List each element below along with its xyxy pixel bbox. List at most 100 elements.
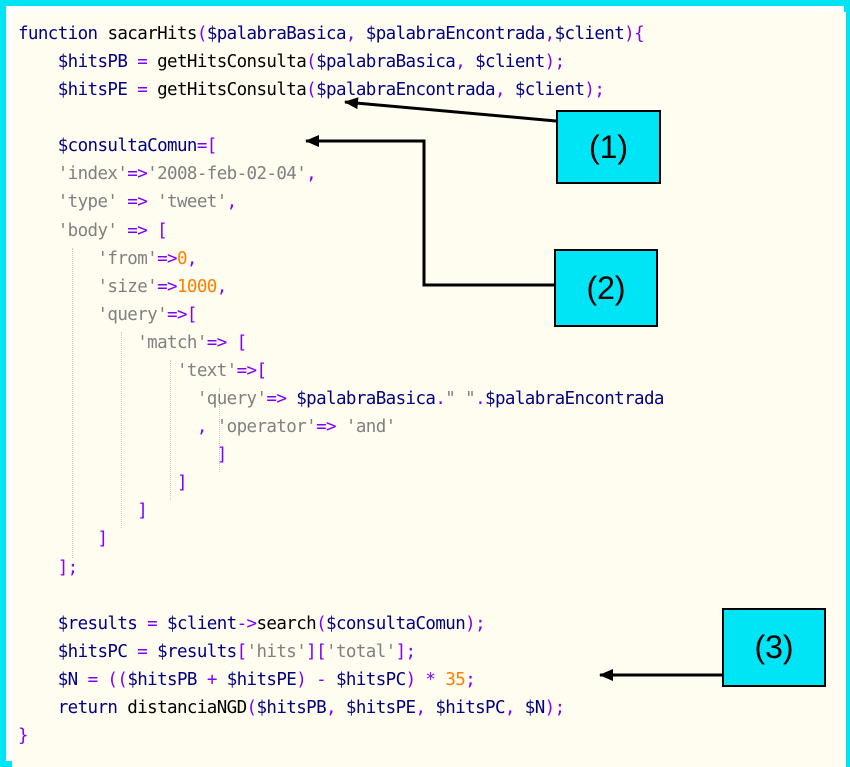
code-token: -> — [236, 613, 257, 634]
code-token: ] — [18, 445, 228, 466]
code-token: , — [455, 52, 476, 73]
code-token: $hitsPE — [18, 80, 138, 101]
code-line: 'text'=>[ — [18, 357, 267, 385]
code-token: ( — [246, 697, 258, 718]
code-token: $hitsPC — [435, 697, 505, 718]
code-token: 'index' — [18, 164, 128, 185]
code-token: return — [18, 697, 128, 718]
code-token: 'query' — [18, 389, 267, 410]
code-token: $client — [514, 80, 585, 101]
code-token: = — [137, 80, 158, 101]
code-token: ){ — [624, 24, 645, 44]
code-token: , — [544, 24, 556, 44]
code-token: 'body' — [18, 220, 128, 241]
code-token: =>[ — [167, 304, 197, 325]
code-token: ); — [544, 697, 565, 718]
code-token: . — [475, 389, 486, 410]
code-line: return distanciaNGD($hitsPB, $hitsPE, $h… — [18, 694, 565, 722]
code-token: sacarHits — [107, 24, 197, 44]
code-token: distanciaNGD — [127, 697, 247, 718]
code-token: , — [226, 192, 238, 213]
code-token: , — [504, 697, 525, 718]
code-token: = — [137, 52, 158, 73]
code-line: $N = (($hitsPB + $hitsPE) - $hitsPC) * 3… — [18, 666, 476, 694]
indent-guide — [72, 248, 73, 558]
code-line: , 'operator'=> 'and' — [18, 413, 396, 441]
code-token: ] — [18, 529, 108, 550]
code-token: 'and' — [345, 417, 396, 438]
code-token: , — [415, 697, 436, 718]
code-token: ( — [306, 80, 317, 101]
code-line: $results = $client->search($consultaComu… — [18, 610, 486, 638]
code-token: $palabraBasica — [296, 389, 436, 410]
code-token: 'operator' — [216, 417, 317, 438]
code-token: = — [147, 613, 168, 634]
code-token: , — [494, 80, 515, 101]
code-token: 'hits' — [246, 641, 307, 662]
code-token: " " — [445, 389, 476, 410]
arrow-1 — [344, 97, 557, 123]
code-token: , — [345, 24, 366, 44]
callout-2: (2) — [554, 249, 658, 327]
code-line: 'match'=> [ — [18, 329, 247, 357]
code-token: = — [137, 641, 158, 662]
code-token: $N — [18, 669, 88, 690]
code-token: $palabraBasica — [316, 52, 456, 73]
code-token: $hitsPE — [345, 697, 416, 718]
code-token: => — [157, 248, 177, 269]
code-token: , — [306, 164, 317, 185]
code-token: function — [18, 24, 108, 44]
code-token: getHitsConsulta — [157, 52, 307, 73]
code-line: function sacarHits($palabraBasica, $pala… — [18, 20, 645, 48]
code-token: $palabraEncontrada — [485, 389, 664, 410]
code-token: $hitsPB — [256, 697, 327, 718]
code-line: $hitsPB = getHitsConsulta($palabraBasica… — [18, 48, 565, 76]
code-token: } — [18, 726, 29, 746]
code-token: + — [206, 669, 227, 690]
code-line: ]; — [18, 554, 78, 582]
code-token: ]; — [18, 557, 78, 578]
code-token: 1000 — [176, 276, 217, 297]
code-line: 'body' => [ — [18, 217, 168, 245]
code-token: '2008-feb-02-04' — [147, 164, 307, 185]
code-token: ( — [306, 52, 317, 73]
code-token: ] — [18, 501, 148, 522]
code-line: 'query'=>[ — [18, 301, 197, 329]
code-token: ); — [584, 80, 605, 101]
code-line: 'query'=> $palabraBasica." ".$palabraEnc… — [18, 385, 665, 413]
code-token: , — [216, 276, 228, 297]
code-token: ] — [18, 473, 188, 494]
code-token: ( — [316, 613, 327, 634]
code-token: => — [127, 164, 148, 185]
code-token: => — [157, 276, 177, 297]
code-token: 'query' — [18, 304, 168, 325]
arrow-2 — [305, 135, 554, 287]
code-token: 'size' — [18, 276, 158, 297]
code-token: $consultaComun — [326, 613, 466, 634]
code-token: => — [266, 389, 297, 410]
code-token: 35 — [445, 669, 466, 690]
code-line: 'from'=>0, — [18, 245, 197, 273]
code-token: getHitsConsulta — [157, 80, 307, 101]
code-line: ] — [18, 525, 108, 553]
code-token: =>[ — [236, 360, 267, 381]
code-token: ) * — [405, 669, 446, 690]
code-token: = (( — [87, 669, 128, 690]
code-token: 0 — [176, 248, 188, 269]
code-token: search — [256, 613, 317, 634]
code-token: , — [326, 697, 346, 718]
code-line: 'type' => 'tweet', — [18, 188, 237, 216]
code-token: ) - — [296, 669, 336, 690]
code-token: 'tweet' — [157, 192, 227, 213]
code-token: $hitsPC — [18, 641, 138, 662]
code-line: ] — [18, 469, 188, 497]
indent-guide — [121, 332, 122, 528]
code-line: $hitsPC = $results['hits']['total']; — [18, 638, 416, 666]
code-token: => [ — [127, 220, 168, 241]
code-token: 'total' — [326, 641, 396, 662]
code-token: $client — [475, 52, 545, 73]
code-line: 'size'=>1000, — [18, 273, 227, 301]
code-token: 'type' — [18, 192, 128, 213]
